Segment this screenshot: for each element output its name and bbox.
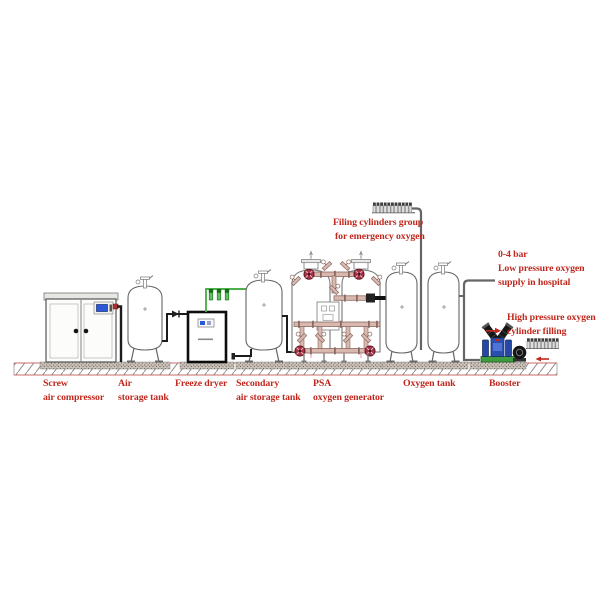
check-valve: [172, 310, 180, 318]
label-air-tank-line2: storage tank: [118, 392, 169, 403]
oxygen-tank-1: [385, 261, 418, 363]
handwheel-valve: [353, 268, 365, 280]
pad-compressor: [39, 361, 121, 370]
door-handle: [73, 328, 79, 334]
label-secondary-tank-line2: air storage tank: [236, 392, 301, 403]
angle-valve: [339, 256, 355, 271]
label-freeze-dryer: Freeze dryer: [175, 378, 228, 389]
label-emergency-line2: for emergency oxygen: [335, 231, 425, 242]
psa-oxygen-generator: [286, 250, 387, 363]
ground-band: [13, 361, 558, 376]
labels-layer: Screw air compressor Air storage tank Fr…: [43, 217, 596, 403]
label-high-pressure-line2: cylinder filling: [507, 326, 567, 337]
screw-air-compressor: [43, 292, 123, 363]
booster: [480, 322, 527, 363]
pipe-dryer-green: [205, 288, 250, 312]
label-screw-compressor-line2: air compressor: [43, 392, 105, 403]
freeze-dryer: [186, 288, 250, 364]
flow-arrow-left: [535, 356, 549, 362]
pipe-airtank-to-dryer: [162, 313, 188, 342]
high-pressure-cylinders-icon: [526, 338, 559, 349]
handwheel-valve: [364, 345, 376, 357]
label-low-pressure-line3: supply in hospital: [498, 277, 571, 288]
secondary-air-storage-tank: [231, 269, 296, 363]
label-booster: Booster: [489, 378, 521, 389]
label-high-pressure-line1: High pressure oxygen: [507, 312, 596, 323]
pad-booster: [469, 361, 527, 370]
label-psa-line2: oxygen generator: [313, 392, 385, 403]
air-storage-tank: [127, 275, 188, 363]
pipe-coupling: [366, 293, 375, 303]
handwheel-valve: [303, 268, 315, 280]
pad-oxygen-tanks: [381, 361, 469, 370]
label-air-tank-line1: Air: [118, 378, 133, 389]
dryer-display: [197, 318, 215, 328]
drain-pipe: [235, 349, 252, 357]
compressor-display: [93, 301, 114, 315]
lower-manifold-1: [293, 321, 381, 327]
oxygen-tank-2: [427, 261, 460, 363]
label-secondary-tank-line1: Secondary: [236, 378, 279, 389]
angle-valve: [317, 256, 333, 271]
booster-motor: [512, 345, 527, 362]
booster-accumulator-right: [505, 339, 512, 357]
pipe-emergency-riser: [411, 207, 423, 350]
pad-secondary-tank: [235, 361, 291, 370]
pad-air-tank: [117, 361, 171, 370]
booster-accumulator-left: [482, 339, 489, 357]
label-oxygen-tank: Oxygen tank: [403, 378, 456, 389]
emergency-cylinders-icon: [372, 202, 415, 214]
booster-base: [480, 356, 516, 363]
drain-flange: [231, 353, 235, 360]
flow-arrow-right: [486, 327, 501, 334]
door-handle: [83, 328, 89, 334]
label-screw-compressor-line1: Screw: [43, 378, 69, 389]
pad-psa: [287, 361, 389, 370]
pipe-hospital-booster: [462, 279, 495, 362]
label-emergency-line1: Filing cylinders group: [333, 217, 424, 228]
air-filters: [208, 289, 230, 301]
label-low-pressure-line1: 0-4 bar: [498, 249, 528, 260]
label-low-pressure-line2: Low pressure oxygen: [498, 263, 585, 274]
pipe-compressor-outlet: [117, 305, 123, 362]
label-psa-line1: PSA: [313, 378, 331, 389]
